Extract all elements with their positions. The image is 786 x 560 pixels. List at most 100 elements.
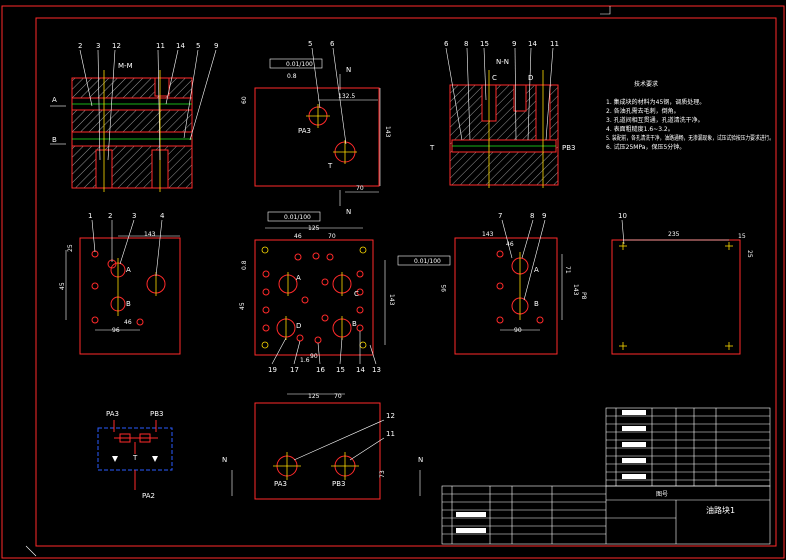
front-view: 0.01/100 N N 5 6 PA3 T 0.8 60 132.5 143 …: [241, 40, 391, 216]
bottom-front-view: 12 11 PA3 PB3 125 70 73 N N: [222, 393, 423, 500]
title-block: 油路块1 图号: [441, 485, 771, 545]
left-leader-1: 1: [88, 212, 92, 220]
title-part-label: 图号: [656, 491, 668, 498]
bf-dim-0: 125: [308, 393, 320, 400]
right-letter-a: A: [534, 266, 539, 274]
sheet-inner-border: [35, 17, 777, 547]
right-dim-0: 143: [482, 231, 494, 238]
nn-leader-2: 15: [480, 40, 489, 48]
left-side-view: 1 2 3 4 A B 143 25 45 96 46: [59, 212, 181, 355]
schematic-t: T: [132, 454, 138, 462]
front-port-pa: PA3: [298, 127, 311, 135]
left-letter-b: B: [126, 300, 131, 308]
left-dim-1: 25: [67, 244, 74, 252]
top-view: A C D B 0.01/100 0.01/100 125 70 46 45 0…: [239, 211, 451, 374]
top-bottom-leader-0: 19: [268, 366, 277, 374]
top-bottom-leader-1: 17: [290, 366, 299, 374]
right-dim-6: 90: [514, 327, 522, 334]
tech-note-4: 4. 表面粗糙度1.6~3.2。: [606, 125, 674, 133]
top-bottom-leader-5: 13: [372, 366, 381, 374]
right-dim-2: 95: [441, 284, 448, 292]
top-dim-0: 125: [308, 225, 320, 232]
front-dim-2: 132.5: [338, 93, 355, 100]
nn-port-pb: PB3: [562, 144, 575, 152]
mm-cut-label: M-M: [118, 62, 133, 70]
right-leader-8: 8: [530, 212, 534, 220]
front-datum-2: N: [346, 208, 351, 216]
bf-leader-11: 11: [386, 430, 395, 438]
front-dim-1: 60: [241, 96, 248, 104]
right-dim-5: P8: [580, 292, 587, 300]
top-dim-3: 45: [239, 302, 246, 310]
bf-dim-2: 73: [379, 470, 386, 478]
top-dim-5: 90: [310, 353, 318, 360]
mm-side-a: A: [52, 96, 57, 104]
nn-leader-0: 6: [444, 40, 449, 48]
bf-port-0: PA3: [274, 480, 287, 488]
bf-leader-12: 12: [386, 412, 395, 420]
top-letter-d: D: [296, 322, 301, 330]
left-leader-3: 3: [132, 212, 136, 220]
front-port-t: T: [327, 162, 333, 170]
right-leader-7: 7: [498, 212, 502, 220]
top-tolerance-2: 0.01/100: [414, 258, 441, 265]
front-leader-6: 6: [330, 40, 335, 48]
section-view-nn: N-N C D T PB3 6 8 15 9 14 11: [429, 40, 575, 188]
corner-mark-tr: [600, 6, 611, 15]
nn-cut-label: N-N: [496, 58, 509, 66]
nn-leader-4: 14: [528, 40, 537, 48]
tech-note-2: 2. 各油孔需去毛刺，倒角。: [606, 107, 680, 115]
tech-notes-title: 技术要求: [634, 80, 658, 88]
corner-mark-bl: [25, 545, 37, 557]
top-dim-7: 1.6: [300, 357, 310, 364]
nn-leader-5: 11: [550, 40, 559, 48]
right-leader-9: 9: [542, 212, 546, 220]
left-leader-4: 4: [160, 212, 165, 220]
bf-datum-left: N: [222, 456, 227, 464]
right-dim-3: 71: [564, 266, 571, 274]
mm-leader-5: 5: [196, 42, 200, 50]
top-dim-2: 46: [294, 233, 302, 240]
nn-port-t: T: [429, 144, 435, 152]
nn-leader-1: 8: [464, 40, 468, 48]
bf-datum-right: N: [418, 456, 423, 464]
bf-port-1: PB3: [332, 480, 345, 488]
schematic-pa3: PA3: [106, 410, 119, 418]
top-letter-b: B: [352, 320, 357, 328]
parts-list: [605, 407, 771, 487]
front-datum: N: [346, 66, 351, 74]
mm-leader-2: 12: [112, 42, 121, 50]
sheet-outer-border: [1, 5, 785, 559]
mm-side-b: B: [52, 136, 57, 144]
top-dim-4: 0.8: [241, 260, 248, 270]
left-leader-2: 2: [108, 212, 112, 220]
right-letter-b: B: [534, 300, 539, 308]
top-dim-1: 70: [328, 233, 336, 240]
title-drawing-name: 油路块1: [706, 505, 735, 515]
tech-note-1: 1. 集成块的材料为45钢，调质处理。: [606, 98, 705, 106]
top-letter-a: A: [296, 274, 301, 282]
top-dim-6: 143: [388, 294, 395, 306]
front-leader-5: 5: [308, 40, 312, 48]
left-letter-a: A: [126, 266, 131, 274]
front-tolerance: 0.01/100: [286, 61, 313, 68]
mm-leader-1: 3: [96, 42, 100, 50]
schematic-pa2: PA2: [142, 492, 155, 500]
mm-leader-0: 2: [78, 42, 82, 50]
mm-leader-3: 11: [156, 42, 165, 50]
tech-note-5: 5. 装配前，各孔清洗干净，油路通畅，无渗漏现象，试压试验按压力要求进行。: [606, 134, 774, 142]
mm-leader-4: 14: [176, 42, 185, 50]
left-dim-4: 46: [124, 319, 132, 326]
tech-notes: 技术要求 1. 集成块的材料为45钢，调质处理。 2. 各油孔需去毛刺，倒角。 …: [606, 80, 774, 151]
front-dim-0: 0.8: [287, 73, 297, 80]
top-bottom-leader-2: 16: [316, 366, 325, 374]
front-dim-4: 70: [356, 185, 364, 192]
right-side-view: 7 8 9 A B 143 46 95 71 143 P8 90: [441, 212, 587, 355]
top-bottom-leader-3: 15: [336, 366, 345, 374]
hydraulic-schematic: PA3 PB3 T PA2: [97, 410, 173, 500]
plate-dim-0: 235: [668, 231, 680, 238]
left-dim-2: 45: [59, 282, 66, 290]
tech-note-3: 3. 孔道间相互贯通，孔道清洗干净。: [606, 116, 704, 124]
top-tolerance: 0.01/100: [284, 214, 311, 221]
